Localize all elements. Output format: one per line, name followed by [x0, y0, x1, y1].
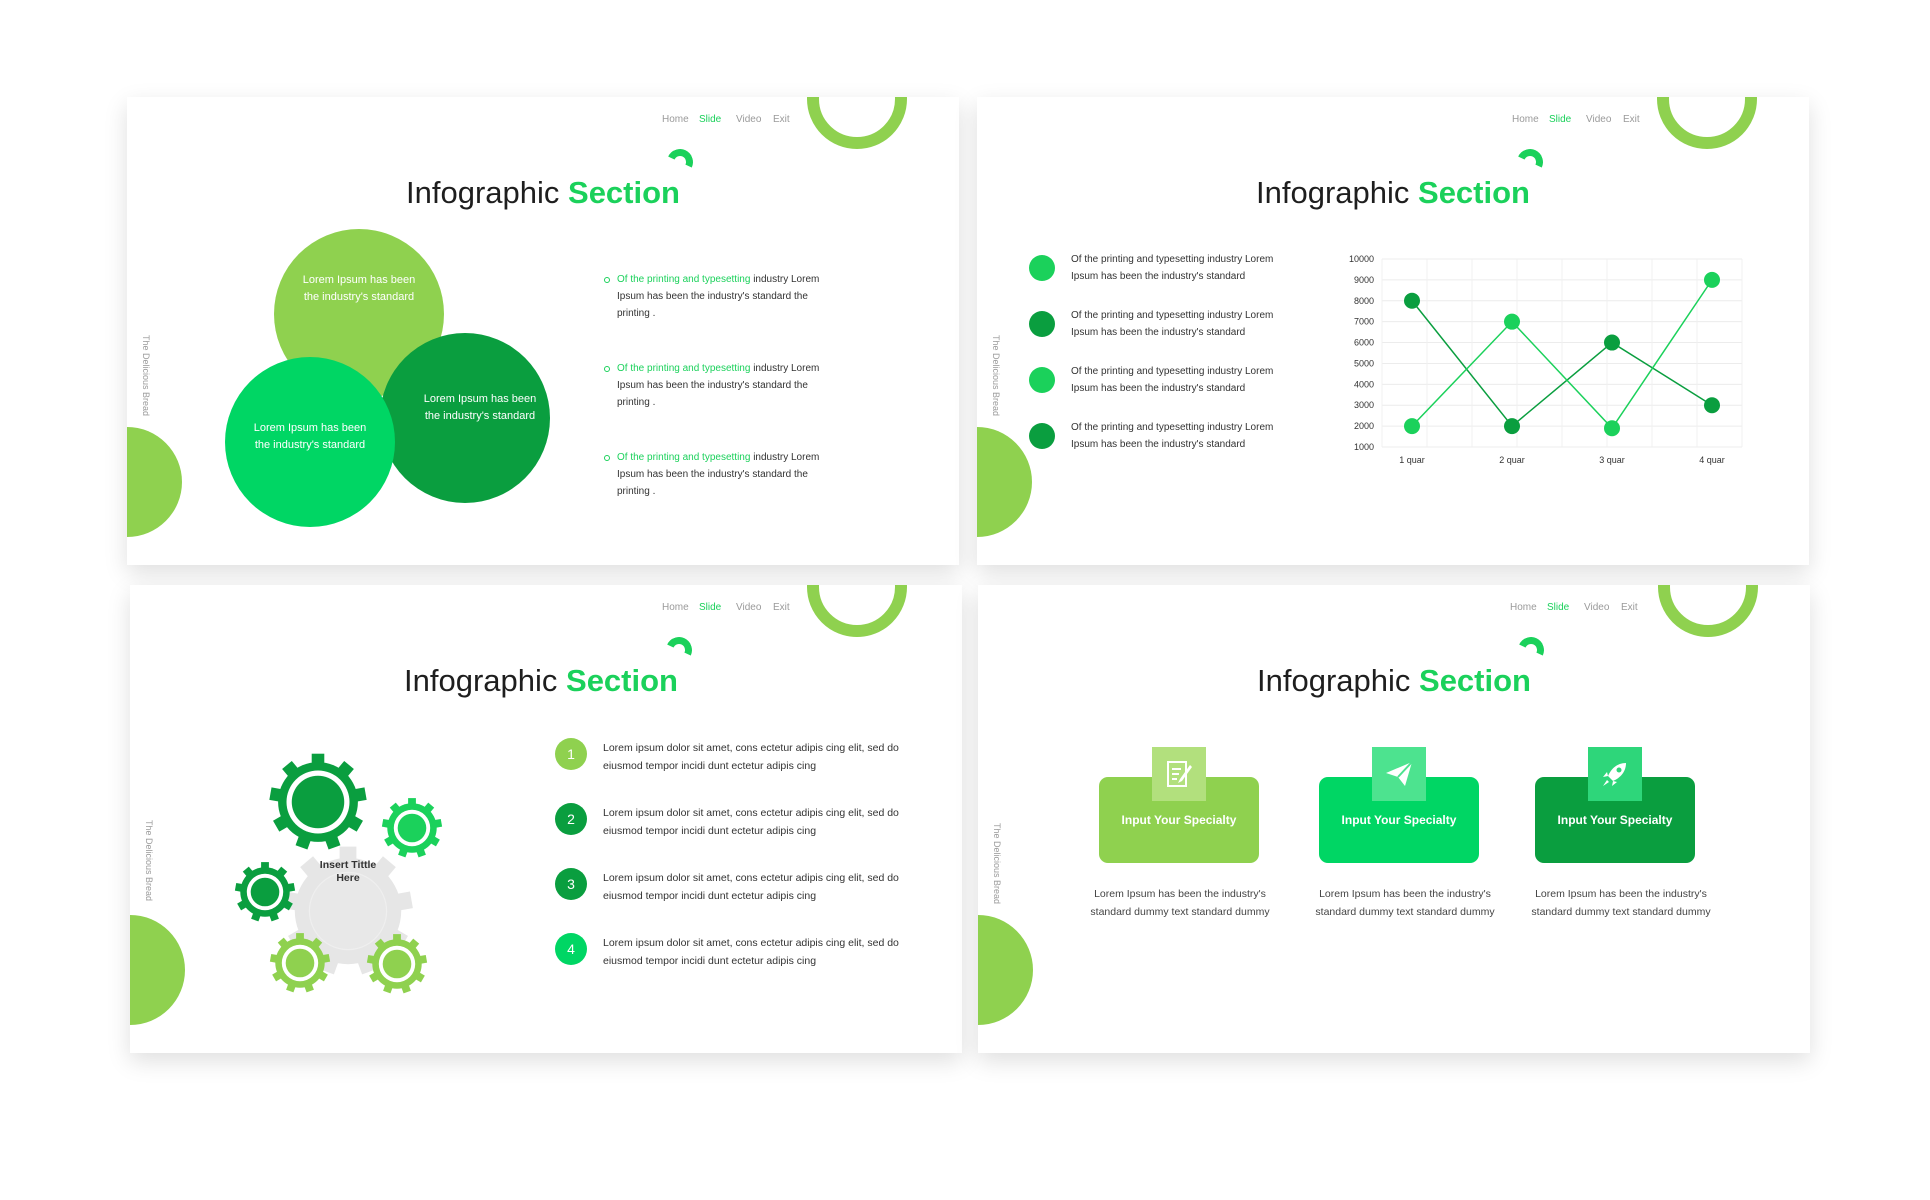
y-tick-label: 3000	[1354, 400, 1374, 410]
decor-ring	[1658, 585, 1758, 637]
bullet-item: Of the printing and typesetting industry…	[604, 449, 837, 500]
nav-slide[interactable]: Slide	[699, 602, 722, 613]
step-number: 2	[555, 803, 587, 835]
y-tick-label: 9000	[1354, 275, 1374, 285]
step-number: 3	[555, 868, 587, 900]
data-point	[1704, 397, 1720, 414]
card-description: Lorem Ipsum has been the industry's stan…	[1315, 888, 1495, 918]
series-line	[1411, 300, 1713, 428]
nav-slide[interactable]: Slide	[1549, 114, 1572, 125]
gear-icon	[269, 753, 367, 850]
side-label: The Delicious Bread	[144, 820, 154, 902]
gear-diagram	[234, 753, 443, 994]
nav-video[interactable]: Video	[1586, 114, 1612, 125]
y-tick-label: 5000	[1354, 358, 1374, 368]
gear-icon	[381, 798, 443, 858]
step-text: Lorem ipsum dolor sit amet, cons ectetur…	[603, 742, 899, 772]
decor-ring	[807, 97, 907, 149]
nav-exit[interactable]: Exit	[1623, 114, 1640, 125]
decor-half-circle	[127, 427, 182, 537]
y-tick-label: 2000	[1354, 421, 1374, 431]
data-point	[1604, 420, 1620, 437]
decor-half-circle	[978, 915, 1033, 1025]
side-label: The Delicious Bread	[992, 823, 1002, 905]
decor-ring	[1657, 97, 1757, 149]
x-tick-label: 4 quar	[1699, 455, 1725, 465]
y-tick-label: 10000	[1349, 254, 1374, 264]
series-line	[1411, 279, 1713, 430]
y-tick-label: 6000	[1354, 338, 1374, 348]
step-number: 4	[555, 933, 587, 965]
slide-circles[interactable]: Home Slide Video Exit The Delicious Brea…	[127, 97, 959, 565]
step-text: Lorem ipsum dolor sit amet, cons ectetur…	[603, 937, 899, 967]
card-description: Lorem Ipsum has been the industry's stan…	[1531, 888, 1711, 918]
nav-home[interactable]: Home	[1510, 602, 1537, 613]
x-tick-label: 2 quar	[1499, 455, 1525, 465]
decor-arc	[662, 633, 696, 667]
gear-icon	[366, 934, 428, 994]
decor-arc	[1513, 145, 1547, 179]
slide-nav: Home Slide Video Exit	[1512, 114, 1660, 125]
data-point	[1504, 418, 1520, 435]
slide-gears[interactable]: Home Slide Video Exit The Delicious Brea…	[130, 585, 962, 1053]
y-tick-label: 4000	[1354, 379, 1374, 389]
page-title: Infographic Section	[1257, 663, 1531, 698]
decor-half-circle	[977, 427, 1032, 537]
nav-slide[interactable]: Slide	[699, 114, 722, 125]
nav-video[interactable]: Video	[736, 114, 762, 125]
rocket-icon	[1588, 747, 1642, 801]
y-tick-label: 1000	[1354, 442, 1374, 452]
data-point	[1504, 313, 1520, 330]
document-edit-icon	[1152, 747, 1206, 801]
x-tick-label: 1 quar	[1399, 455, 1425, 465]
step-text: Lorem ipsum dolor sit amet, cons ectetur…	[603, 872, 899, 902]
data-point	[1404, 418, 1420, 435]
circle-right: Lorem Ipsum has been the industry's stan…	[380, 333, 550, 503]
slide-nav: Home Slide Video Exit	[1510, 602, 1658, 613]
card-description: Lorem Ipsum has been the industry's stan…	[1090, 888, 1270, 918]
decor-half-circle	[130, 915, 185, 1025]
page-title: Infographic Section	[406, 175, 680, 210]
decor-arc	[663, 145, 697, 179]
nav-exit[interactable]: Exit	[1621, 602, 1638, 613]
slide-specialty-cards[interactable]: Home Slide Video Exit The Delicious Brea…	[978, 585, 1810, 1053]
nav-home[interactable]: Home	[662, 114, 689, 125]
nav-video[interactable]: Video	[1584, 602, 1610, 613]
decor-arc	[1514, 633, 1548, 667]
slide-nav: Home Slide Video Exit	[662, 114, 810, 125]
gear-center-label: Insert Tittle Here	[319, 859, 377, 884]
x-tick-label: 3 quar	[1599, 455, 1625, 465]
y-tick-label: 8000	[1354, 296, 1374, 306]
nav-exit[interactable]: Exit	[773, 602, 790, 613]
side-label: The Delicious Bread	[141, 335, 151, 417]
slide-line-chart[interactable]: Home Slide Video Exit The Delicious Brea…	[977, 97, 1809, 565]
paper-plane-icon	[1372, 747, 1426, 801]
y-tick-label: 7000	[1354, 317, 1374, 327]
line-chart: 1000 2000 3000 4000 5000 6000 7000 8000 9000 1000…	[1349, 254, 1743, 465]
data-point	[1404, 292, 1420, 309]
data-point	[1704, 271, 1720, 288]
nav-exit[interactable]: Exit	[773, 114, 790, 125]
nav-slide[interactable]: Slide	[1547, 602, 1570, 613]
nav-video[interactable]: Video	[736, 602, 762, 613]
page-title: Infographic Section	[404, 663, 678, 698]
slide-nav: Home Slide Video Exit	[662, 602, 810, 613]
side-label: The Delicious Bread	[991, 335, 1001, 417]
bullet-item: Of the printing and typesetting industry…	[604, 271, 837, 322]
bullet-item: Of the printing and typesetting industry…	[604, 360, 837, 411]
nav-home[interactable]: Home	[662, 602, 689, 613]
page-title: Infographic Section	[1256, 175, 1530, 210]
data-point	[1604, 334, 1620, 351]
gear-icon	[269, 933, 331, 993]
step-number: 1	[555, 738, 587, 770]
circle-left: Lorem Ipsum has been the industry's stan…	[225, 357, 395, 527]
step-text: Lorem ipsum dolor sit amet, cons ectetur…	[603, 807, 899, 837]
gear-icon	[234, 862, 296, 922]
nav-home[interactable]: Home	[1512, 114, 1539, 125]
decor-ring	[807, 585, 907, 637]
